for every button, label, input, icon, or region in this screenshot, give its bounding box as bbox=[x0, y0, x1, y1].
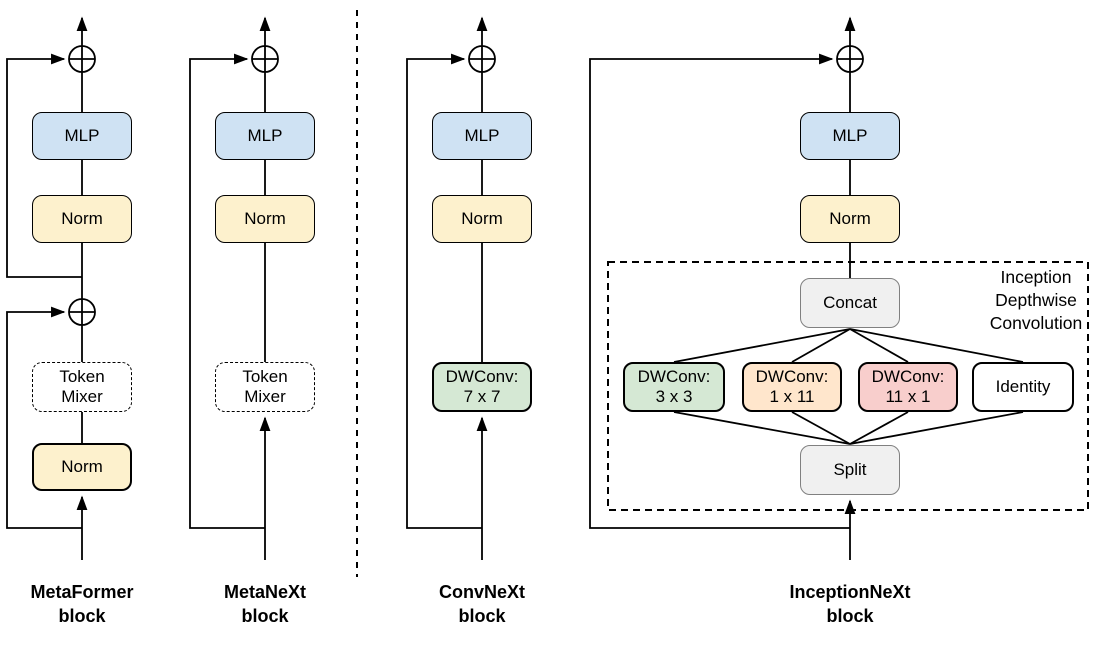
norm-label: Norm bbox=[829, 208, 871, 228]
block-label-line2: block bbox=[458, 606, 506, 626]
norm-box: Norm bbox=[800, 195, 900, 243]
dwconv-3x3-line1: DWConv: bbox=[637, 366, 711, 386]
dwconv-3x3-box: DWConv: 3 x 3 bbox=[623, 362, 725, 412]
dwconv-11x1-line1: DWConv: bbox=[871, 366, 945, 386]
inception-group-label-line3: Convolution bbox=[989, 313, 1083, 333]
inception-group-box bbox=[607, 261, 1089, 511]
concat-label: Concat bbox=[823, 292, 877, 312]
inception-group-label-line2: Depthwise bbox=[995, 290, 1077, 310]
dwconv-1x11-line2: 1 x 11 bbox=[769, 387, 815, 406]
dwconv-7x7-box: DWConv: 7 x 7 bbox=[432, 362, 532, 412]
metaformer-add-circles bbox=[68, 45, 96, 326]
token-mixer-line1: Token bbox=[59, 366, 105, 386]
norm-label: Norm bbox=[61, 456, 103, 476]
dwconv-11x1-line2: 11 x 1 bbox=[885, 387, 931, 406]
token-mixer-line1: Token bbox=[242, 366, 288, 386]
norm-box: Norm bbox=[215, 195, 315, 243]
mlp-label: MLP bbox=[247, 125, 283, 145]
block-label-metaformer: MetaFormer block bbox=[0, 580, 172, 628]
token-mixer-box: Token Mixer bbox=[215, 362, 315, 412]
token-mixer-box: Token Mixer bbox=[32, 362, 132, 412]
metaformer-connectors bbox=[6, 16, 88, 560]
mlp-box: MLP bbox=[32, 112, 132, 160]
block-label-inceptionnext: InceptionNeXt block bbox=[760, 580, 940, 628]
add-circle-icon bbox=[68, 45, 96, 73]
block-label-line1: MetaFormer bbox=[30, 582, 134, 602]
block-label-line1: InceptionNeXt bbox=[789, 582, 911, 602]
norm-label: Norm bbox=[461, 208, 503, 228]
block-label-line2: block bbox=[58, 606, 106, 626]
token-mixer-line2: Mixer bbox=[244, 387, 286, 406]
block-label-line2: block bbox=[826, 606, 874, 626]
inception-group-label: Inception Depthwise Convolution bbox=[961, 266, 1098, 335]
norm-box: Norm bbox=[32, 443, 132, 491]
add-circle-icon bbox=[468, 45, 496, 73]
add-circle-icon bbox=[836, 45, 864, 73]
dwconv-7x7-line2: 7 x 7 bbox=[463, 387, 501, 406]
inceptionnext-connectors bbox=[589, 16, 1024, 560]
block-label-line2: block bbox=[241, 606, 289, 626]
mlp-label: MLP bbox=[832, 125, 868, 145]
mlp-box: MLP bbox=[800, 112, 900, 160]
block-label-convnext: ConvNeXt block bbox=[392, 580, 572, 628]
block-label-metanext: MetaNeXt block bbox=[175, 580, 355, 628]
mlp-box: MLP bbox=[432, 112, 532, 160]
dwconv-1x11-line1: DWConv: bbox=[755, 366, 829, 386]
add-circle-icon bbox=[68, 298, 96, 326]
dwconv-3x3-line2: 3 x 3 bbox=[655, 387, 693, 406]
norm-label: Norm bbox=[244, 208, 286, 228]
token-mixer-line2: Mixer bbox=[61, 387, 103, 406]
dwconv-11x1-box: DWConv: 11 x 1 bbox=[858, 362, 958, 412]
inception-group-label-line1: Inception bbox=[1000, 267, 1072, 287]
add-circle-icon bbox=[251, 45, 279, 73]
split-box: Split bbox=[800, 445, 900, 495]
mlp-label: MLP bbox=[464, 125, 500, 145]
block-label-line1: ConvNeXt bbox=[438, 582, 525, 602]
norm-box: Norm bbox=[432, 195, 532, 243]
split-label: Split bbox=[833, 459, 867, 479]
convnext-connectors bbox=[406, 16, 488, 560]
metanext-connectors bbox=[189, 16, 271, 560]
dwconv-1x11-box: DWConv: 1 x 11 bbox=[742, 362, 842, 412]
dwconv-7x7-line1: DWConv: bbox=[445, 366, 519, 386]
norm-label: Norm bbox=[61, 208, 103, 228]
norm-box: Norm bbox=[32, 195, 132, 243]
block-label-line1: MetaNeXt bbox=[223, 582, 307, 602]
identity-box: Identity bbox=[972, 362, 1074, 412]
mlp-box: MLP bbox=[215, 112, 315, 160]
mlp-label: MLP bbox=[64, 125, 100, 145]
concat-box: Concat bbox=[800, 278, 900, 328]
identity-label: Identity bbox=[995, 376, 1051, 396]
